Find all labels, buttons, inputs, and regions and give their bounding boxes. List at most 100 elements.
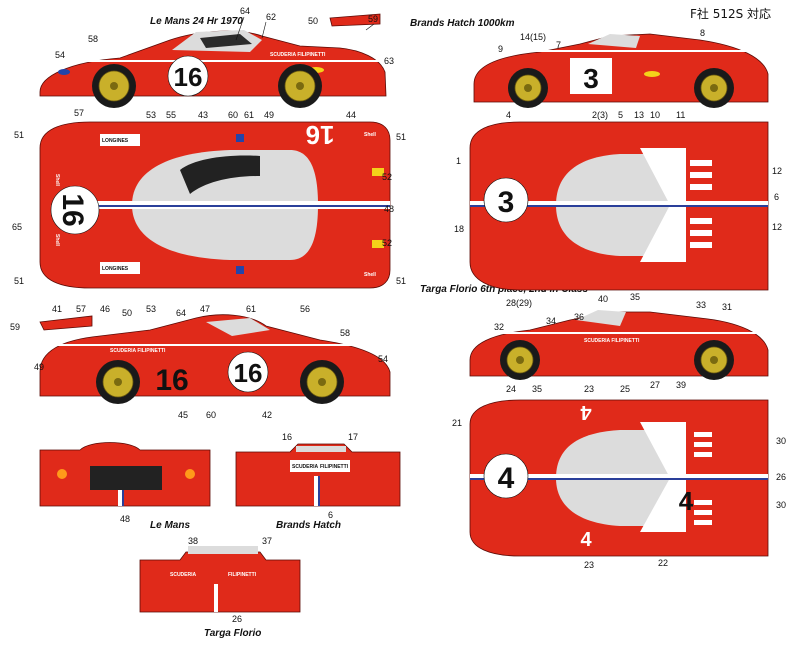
shell-decal-left-2: Shell xyxy=(54,234,60,247)
part-callout-number: 54 xyxy=(55,50,65,60)
scuderia-decal-2: SCUDERIA FILIPINETTI xyxy=(110,348,166,354)
part-callout-number: 5 xyxy=(618,110,623,120)
le-mans-top-view: 16 16 LONGINES LONGINES Shell Shell Shel… xyxy=(39,120,391,289)
scuderia-rear: SCUDERIA xyxy=(292,464,319,470)
part-callout-number: 9 xyxy=(498,44,503,54)
part-callout-number: 53 xyxy=(146,304,156,314)
part-callout-number: 56 xyxy=(300,304,310,314)
wheel-rear-tf xyxy=(694,340,734,380)
part-callout-number: 16 xyxy=(282,432,292,442)
part-callout-number: 41 xyxy=(52,304,62,314)
scuderia-decal: SCUDERIA FILIPINETTI xyxy=(270,52,326,58)
part-callout-number: 4 xyxy=(506,110,511,120)
targa-top-number-2: 4 xyxy=(580,401,592,423)
part-callout-number: 10 xyxy=(650,110,660,120)
part-callout-number: 40 xyxy=(598,294,608,304)
le-mans-side-view-1: 16 SCUDERIA FILIPINETTI xyxy=(39,13,387,108)
part-callout-number: 58 xyxy=(340,328,350,338)
part-callout-number: 60 xyxy=(206,410,216,420)
part-callout-number: 64 xyxy=(240,6,250,16)
part-callout-number: 51 xyxy=(14,276,24,286)
le-mans-top-number: 16 xyxy=(56,193,89,226)
scuderia-rear-targa: SCUDERIA xyxy=(170,572,197,578)
le-mans-side-2-callouts: 59 50 64 58 49 54 45 60 42 xyxy=(10,308,388,420)
part-callout-number: 14(15) xyxy=(520,32,546,42)
le-mans-top-roundel xyxy=(50,185,100,235)
brands-hatch-top-callouts: 4 1 18 12 6 12 xyxy=(454,110,782,234)
le-mans-side-view-2: SCUDERIA FILIPINETTI 16 16 xyxy=(39,314,391,404)
targa-top-number-3: 4 xyxy=(580,529,592,551)
part-callout-number: 44 xyxy=(346,110,356,120)
part-callout-number: 13 xyxy=(634,110,644,120)
part-callout-number: 37 xyxy=(262,536,272,546)
part-callout-number: 24 xyxy=(506,384,516,394)
part-callout-number: 6 xyxy=(774,192,779,202)
le-mans-top-number-rear: 16 xyxy=(306,120,335,150)
part-callout-number: 60 xyxy=(228,110,238,120)
decal-text: LONGINES xyxy=(102,266,129,272)
part-callout-number: 49 xyxy=(34,362,44,372)
le-mans-side2-roundel xyxy=(227,351,269,393)
scuderia-decal-targa: SCUDERIA FILIPINETTI xyxy=(584,338,640,344)
part-callout-number: 50 xyxy=(308,16,318,26)
part-callout-number: 58 xyxy=(88,34,98,44)
longines-decal-bottom xyxy=(100,262,140,274)
part-callout-number: 61 xyxy=(244,110,254,120)
part-callout-number: 28(29) xyxy=(506,298,532,308)
rear-label-le-mans: Le Mans xyxy=(150,520,190,531)
part-callout-number: 52 xyxy=(382,238,392,248)
targa-top-roundel xyxy=(483,453,529,499)
part-callout-number: 34 xyxy=(546,316,556,326)
part-callout-number: 23 xyxy=(584,384,594,394)
sponsor-badge-blue xyxy=(58,69,70,75)
title-brands-hatch: Brands Hatch 1000km xyxy=(410,18,515,29)
le-mans-side2-number-black: 16 xyxy=(155,364,188,397)
wheel-rear-2 xyxy=(300,360,344,404)
part-callout-number: 42 xyxy=(262,410,272,420)
targa-florio-side-callouts: 28(29) 40 35 33 31 32 36 34 27 39 xyxy=(494,292,732,390)
part-callout-number: 12 xyxy=(772,222,782,232)
part-callout-number: 30 xyxy=(776,436,786,446)
part-callout-number: 17 xyxy=(348,432,358,442)
brands-hatch-top-view: 3 xyxy=(469,121,769,291)
shell-decal-right: Shell xyxy=(364,132,377,138)
part-callout-number: 7 xyxy=(556,40,561,50)
part-callout-number: 31 xyxy=(722,302,732,312)
part-callout-number: 53 xyxy=(146,110,156,120)
part-callout-number: 35 xyxy=(630,292,640,302)
part-callout-number: 30 xyxy=(776,500,786,510)
part-callout-number: 50 xyxy=(122,308,132,318)
part-callout-number: 45 xyxy=(178,410,188,420)
part-callout-number: 11 xyxy=(676,110,685,120)
wheel-front-bh xyxy=(508,68,548,108)
part-callout-number: 39 xyxy=(676,380,686,390)
part-callout-number: 52 xyxy=(382,172,392,182)
le-mans-race-number: 16 xyxy=(174,62,203,92)
part-callout-number: 25 xyxy=(620,384,630,394)
filipinetti-rear: FILIPINETTI xyxy=(320,464,349,470)
targa-top-number-4: 4 xyxy=(679,486,694,516)
rear-view-brands-hatch: SCUDERIA FILIPINETTI Brands Hatch xyxy=(235,443,401,531)
le-mans-side-1-callouts: 64 62 50 59 54 58 63 43 60 61 49 xyxy=(55,6,394,120)
part-callout-number: 33 xyxy=(696,300,706,310)
title-targa-florio: Targa Florio 6th place, 2nd in Class xyxy=(420,284,588,295)
le-mans-side2-number: 16 xyxy=(234,358,263,388)
brands-hatch-side-view: 3 xyxy=(473,33,769,108)
part-callout-number: 59 xyxy=(10,322,20,332)
brands-hatch-race-number: 3 xyxy=(583,63,599,94)
rear-view-le-mans: Le Mans xyxy=(39,442,211,531)
part-callout-number: 32 xyxy=(494,322,504,332)
part-callout-number: 59 xyxy=(368,14,378,24)
part-callout-number: 36 xyxy=(574,312,584,322)
decal-text: LONGINES xyxy=(102,138,129,144)
rear-view-targa-florio: SCUDERIA FILIPINETTI Targa Florio xyxy=(139,546,301,639)
part-callout-number: 54 xyxy=(378,354,388,364)
part-callout-number: 38 xyxy=(188,536,198,546)
part-callout-number: 26 xyxy=(232,614,242,624)
wheel-rear-bh xyxy=(694,68,734,108)
part-callout-number: 12 xyxy=(772,166,782,176)
part-callout-number: 57 xyxy=(76,304,86,314)
rear-callouts: 48 16 17 6 38 37 26 xyxy=(120,432,358,624)
targa-florio-top-view: 4 4 4 4 xyxy=(469,399,769,557)
brands-hatch-top-roundel xyxy=(483,177,529,223)
